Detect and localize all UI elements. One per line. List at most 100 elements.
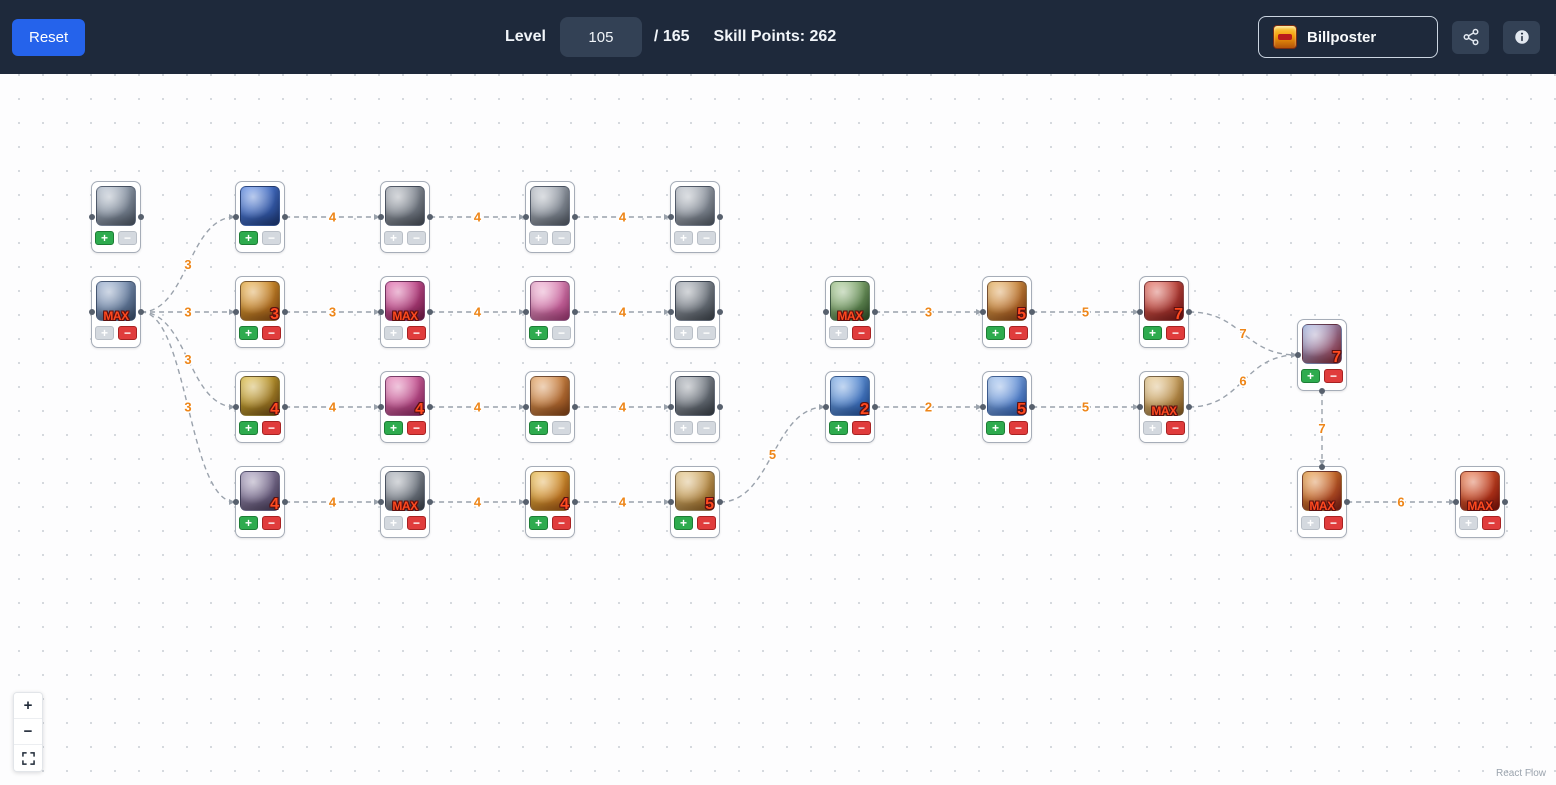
skill-node[interactable]: +− [88, 181, 144, 253]
skill-minus-button[interactable]: − [118, 231, 137, 245]
skill-node[interactable]: +− [522, 181, 578, 253]
skill-plus-button[interactable]: + [1143, 326, 1162, 340]
skill-minus-button[interactable]: − [1166, 326, 1185, 340]
skill-node[interactable]: 5+− [979, 371, 1035, 443]
skill-plus-button[interactable]: + [829, 326, 848, 340]
edge-handle [281, 499, 288, 505]
skill-icon [675, 186, 715, 226]
level-input[interactable] [559, 17, 642, 57]
skill-node[interactable]: MAX+− [1452, 466, 1508, 538]
skill-node[interactable]: +− [522, 276, 578, 348]
skill-plus-button[interactable]: + [239, 326, 258, 340]
skill-node[interactable]: MAX+− [377, 466, 433, 538]
skill-plus-button[interactable]: + [384, 421, 403, 435]
skill-node[interactable]: MAX+− [377, 276, 433, 348]
reset-button[interactable]: Reset [12, 18, 86, 56]
edge-label: 4 [474, 495, 482, 510]
skill-node[interactable]: 4+− [232, 466, 288, 538]
skill-minus-button[interactable]: − [407, 231, 426, 245]
share-button[interactable] [1452, 20, 1489, 54]
skill-node[interactable]: +− [667, 371, 723, 443]
skill-plus-button[interactable]: + [384, 326, 403, 340]
skill-minus-button[interactable]: − [1482, 516, 1501, 530]
skill-plus-button[interactable]: + [529, 421, 548, 435]
skill-plus-button[interactable]: + [1301, 516, 1320, 530]
level-buttons: +− [674, 421, 716, 435]
skill-plus-button[interactable]: + [674, 516, 693, 530]
skill-plus-button[interactable]: + [95, 231, 114, 245]
skill-minus-button[interactable]: − [1324, 516, 1343, 530]
skill-minus-button[interactable]: − [852, 421, 871, 435]
skill-minus-button[interactable]: − [262, 421, 281, 435]
skill-node[interactable]: 4+− [522, 466, 578, 538]
skill-node[interactable]: 7+− [1136, 276, 1192, 348]
skill-node[interactable]: +− [522, 371, 578, 443]
skill-minus-button[interactable]: − [697, 326, 716, 340]
skill-node[interactable]: MAX+− [88, 276, 144, 348]
skill-minus-button[interactable]: − [407, 516, 426, 530]
skill-node[interactable]: 4+− [232, 371, 288, 443]
zoom-in-button[interactable]: + [14, 693, 42, 719]
skill-plus-button[interactable]: + [529, 516, 548, 530]
skill-node[interactable]: 3+− [232, 276, 288, 348]
edge-handle [716, 499, 723, 505]
skill-plus-button[interactable]: + [239, 231, 258, 245]
skill-minus-button[interactable]: − [552, 231, 571, 245]
fullscreen-icon [21, 751, 35, 765]
skill-minus-button[interactable]: − [852, 326, 871, 340]
skill-minus-button[interactable]: − [407, 326, 426, 340]
skill-plus-button[interactable]: + [829, 421, 848, 435]
skill-node[interactable]: +− [377, 181, 433, 253]
fit-view-button[interactable] [14, 745, 42, 771]
skill-plus-button[interactable]: + [1459, 516, 1478, 530]
skill-plus-button[interactable]: + [384, 231, 403, 245]
job-selector[interactable]: Billposter [1258, 16, 1438, 58]
skill-node[interactable]: 5+− [667, 466, 723, 538]
skill-minus-button[interactable]: − [1324, 369, 1343, 383]
skill-plus-button[interactable]: + [986, 421, 1005, 435]
edge-handle [377, 214, 384, 220]
edge-handle [377, 309, 384, 315]
skill-minus-button[interactable]: − [697, 231, 716, 245]
skill-plus-button[interactable]: + [239, 421, 258, 435]
skill-node[interactable]: 7+− [1294, 319, 1347, 394]
skill-plus-button[interactable]: + [674, 231, 693, 245]
skill-node[interactable]: MAX+− [1136, 371, 1192, 443]
skill-minus-button[interactable]: − [262, 326, 281, 340]
skill-plus-button[interactable]: + [95, 326, 114, 340]
skill-plus-button[interactable]: + [674, 326, 693, 340]
skill-plus-button[interactable]: + [1143, 421, 1162, 435]
skill-plus-button[interactable]: + [1301, 369, 1320, 383]
skill-node[interactable]: 2+− [822, 371, 878, 443]
skill-node[interactable]: MAX+− [822, 276, 878, 348]
skill-minus-button[interactable]: − [1009, 326, 1028, 340]
skill-minus-button[interactable]: − [552, 421, 571, 435]
reactflow-attribution[interactable]: React Flow [1495, 768, 1546, 779]
skill-minus-button[interactable]: − [697, 421, 716, 435]
skill-node[interactable]: 5+− [979, 276, 1035, 348]
skill-minus-button[interactable]: − [1166, 421, 1185, 435]
skill-minus-button[interactable]: − [552, 516, 571, 530]
skill-minus-button[interactable]: − [262, 231, 281, 245]
skill-node[interactable]: +− [667, 181, 723, 253]
skill-node[interactable]: MAX+− [1297, 463, 1350, 538]
edge-handle [1028, 309, 1035, 315]
skill-node[interactable]: +− [667, 276, 723, 348]
skill-minus-button[interactable]: − [697, 516, 716, 530]
zoom-out-button[interactable]: − [14, 719, 42, 745]
skill-minus-button[interactable]: − [118, 326, 137, 340]
skill-node[interactable]: +− [232, 181, 288, 253]
skill-node[interactable]: 4+− [377, 371, 433, 443]
skill-minus-button[interactable]: − [262, 516, 281, 530]
skill-minus-button[interactable]: − [407, 421, 426, 435]
skill-plus-button[interactable]: + [529, 231, 548, 245]
skill-plus-button[interactable]: + [384, 516, 403, 530]
skill-minus-button[interactable]: − [552, 326, 571, 340]
info-button[interactable] [1503, 20, 1540, 54]
skill-plus-button[interactable]: + [239, 516, 258, 530]
skill-plus-button[interactable]: + [986, 326, 1005, 340]
skill-plus-button[interactable]: + [529, 326, 548, 340]
skill-plus-button[interactable]: + [674, 421, 693, 435]
skill-minus-button[interactable]: − [1009, 421, 1028, 435]
